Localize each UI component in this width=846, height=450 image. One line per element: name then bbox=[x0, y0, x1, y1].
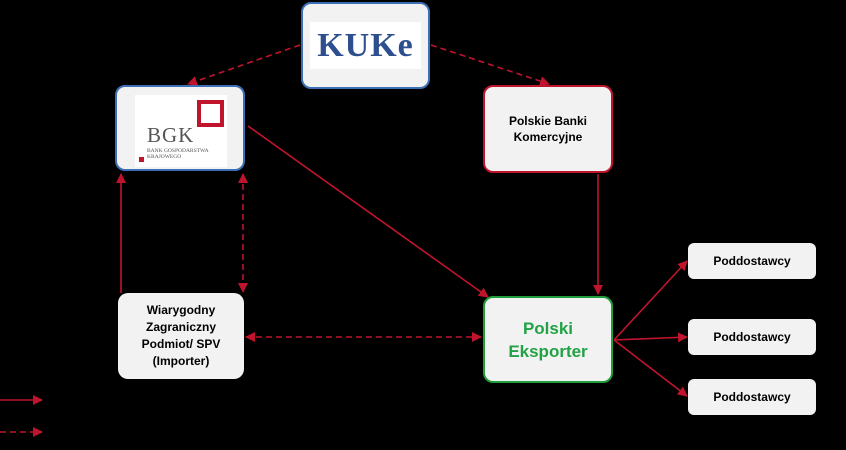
bgk-logo: BGK BANK GOSPODARSTWA KRAJOWEGO bbox=[135, 95, 227, 167]
importer-line: Podmiot/ SPV bbox=[141, 337, 221, 351]
supplier-label: Poddostawcy bbox=[713, 254, 791, 268]
importer-line: Wiarygodny bbox=[146, 303, 216, 317]
arrow-kuke-to-banks bbox=[430, 44, 550, 86]
bgk-logo-square-icon bbox=[197, 100, 224, 127]
supplier-node: Poddostawcy bbox=[688, 243, 816, 279]
exporter-node: Polski Eksporter bbox=[483, 296, 613, 383]
bgk-node: BGK BANK GOSPODARSTWA KRAJOWEGO bbox=[115, 85, 245, 171]
exporter-line: Polski bbox=[522, 318, 574, 338]
arrow-kuke-to-bgk bbox=[187, 44, 301, 86]
arrow-exporter-to-supplier-1 bbox=[613, 260, 688, 341]
arrow-exporter-to-supplier-2 bbox=[613, 332, 688, 343]
bgk-logo-subtext: BANK GOSPODARSTWA KRAJOWEGO bbox=[147, 148, 209, 160]
bgk-logo-text: BGK bbox=[147, 123, 195, 147]
supplier-node: Poddostawcy bbox=[688, 379, 816, 415]
kuke-node: KUKe bbox=[301, 2, 430, 89]
banks-label: Polskie Banki Komercyjne bbox=[508, 114, 588, 144]
importer-node: Wiarygodny Zagraniczny Podmiot/ SPV (Imp… bbox=[118, 293, 244, 379]
importer-line: Zagraniczny bbox=[145, 320, 217, 334]
kuke-logo-text: KUKe bbox=[317, 26, 414, 64]
supplier-label: Poddostawcy bbox=[713, 390, 791, 404]
supplier-node: Poddostawcy bbox=[688, 319, 816, 355]
kuke-logo: KUKe bbox=[310, 22, 421, 69]
arrow-exporter-to-supplier-3 bbox=[613, 339, 688, 397]
bgk-logo-small-square-icon bbox=[139, 157, 144, 162]
banks-node: Polskie Banki Komercyjne bbox=[483, 85, 613, 173]
supplier-label: Poddostawcy bbox=[713, 330, 791, 344]
arrow-bgk-to-exporter bbox=[247, 125, 489, 298]
importer-line: (Importer) bbox=[152, 354, 210, 368]
exporter-line: Eksporter bbox=[508, 341, 588, 361]
